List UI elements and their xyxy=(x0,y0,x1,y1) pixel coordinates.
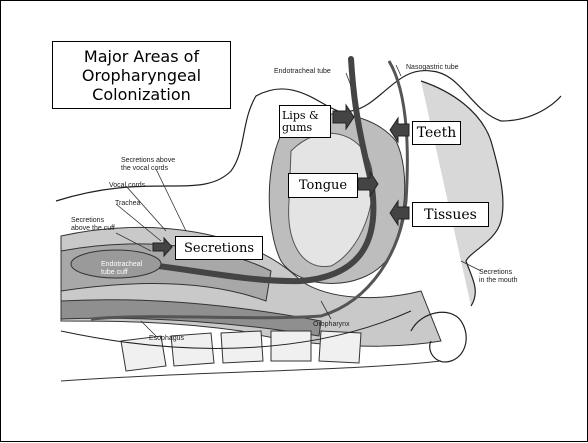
label-line: Secretions above xyxy=(121,157,175,165)
callout-tongue-label: Tongue xyxy=(299,178,347,193)
callout-secretions-label: Secretions xyxy=(184,241,254,256)
label-nasogastric-tube: Nasogastric tube xyxy=(406,64,459,72)
label-line: Endotracheal xyxy=(101,261,142,269)
label-line: above the cuff xyxy=(71,225,115,233)
label-secretions-in-mouth: Secretions in the mouth xyxy=(479,269,518,285)
label-vocal-cords: Vocal cords xyxy=(109,182,145,190)
callout-tissues: Tissues xyxy=(412,202,489,227)
spine-curve xyxy=(61,361,441,381)
label-secretions-above-vocal-cords: Secretions above the vocal cords xyxy=(121,157,175,173)
title-line-1: Major Areas of xyxy=(53,47,230,66)
label-trachea: Trachea xyxy=(115,200,140,208)
callout-teeth: Teeth xyxy=(412,121,461,145)
label-line: the vocal cords xyxy=(121,165,175,173)
callout-lips-gums-label: Lips & gums xyxy=(282,110,328,134)
label-line: Secretions xyxy=(479,269,518,277)
callout-teeth-label: Teeth xyxy=(417,125,456,141)
callout-tongue: Tongue xyxy=(288,173,358,198)
label-oropharynx: Oropharynx xyxy=(313,321,350,329)
slide-title: Major Areas of Oropharyngeal Colonizatio… xyxy=(52,41,231,109)
label-endotracheal-tube: Endotracheal tube xyxy=(274,68,331,76)
callout-secretions: Secretions xyxy=(175,236,263,260)
label-line: Secretions xyxy=(71,217,115,225)
label-esophagus: Esophagus xyxy=(149,335,184,343)
callout-tissues-label: Tissues xyxy=(424,207,477,223)
title-line-2: Oropharyngeal xyxy=(53,66,230,85)
label-line: in the mouth xyxy=(479,277,518,285)
callout-lips-gums: Lips & gums xyxy=(279,105,331,138)
label-secretions-above-cuff: Secretions above the cuff xyxy=(71,217,115,233)
title-line-3: Colonization xyxy=(53,85,230,104)
label-line: tube cuff xyxy=(101,269,142,277)
label-endotracheal-tube-cuff: Endotracheal tube cuff xyxy=(101,261,142,277)
